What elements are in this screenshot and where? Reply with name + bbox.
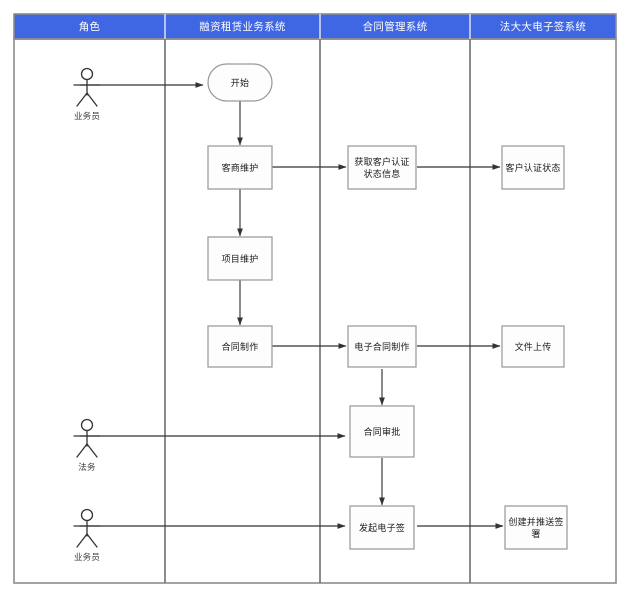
node-shape-e-contract-production[interactable] — [347, 325, 417, 368]
swimlane-frame — [13, 13, 617, 584]
lane-header-leasing-system[interactable]: 融资租赁业务系统 — [199, 21, 286, 33]
node-shape-customer-maintenance[interactable] — [207, 145, 273, 190]
lane-header-fadada-system[interactable]: 法大大电子签系统 — [499, 21, 587, 33]
connector-layer — [80, 82, 504, 529]
node-shape-create-push-sign[interactable] — [504, 505, 568, 550]
node-shape-layer — [207, 63, 568, 550]
node-shape-project-maintenance[interactable] — [207, 236, 273, 281]
actor-label-salesperson-bottom: 业务员 — [73, 552, 101, 562]
node-shape-initiate-esign[interactable] — [349, 505, 415, 550]
node-shape-contract-production[interactable] — [207, 325, 273, 368]
actor-label-legal: 法务 — [78, 462, 96, 472]
lane-header-role[interactable]: 角色 — [78, 21, 101, 33]
swimlane-body — [13, 38, 617, 584]
actor-label-salesperson-top: 业务员 — [73, 111, 101, 121]
node-shape-start[interactable] — [207, 63, 273, 102]
node-shape-get-cert-status[interactable] — [347, 145, 417, 190]
swimlane-header-outline — [13, 13, 617, 40]
lane-header-contract-system[interactable]: 合同管理系统 — [362, 21, 428, 33]
node-shape-contract-approval[interactable] — [349, 405, 415, 458]
node-shape-cert-status[interactable] — [501, 145, 565, 190]
node-shape-file-upload[interactable] — [501, 325, 565, 368]
swimlane-header-band — [14, 14, 616, 39]
